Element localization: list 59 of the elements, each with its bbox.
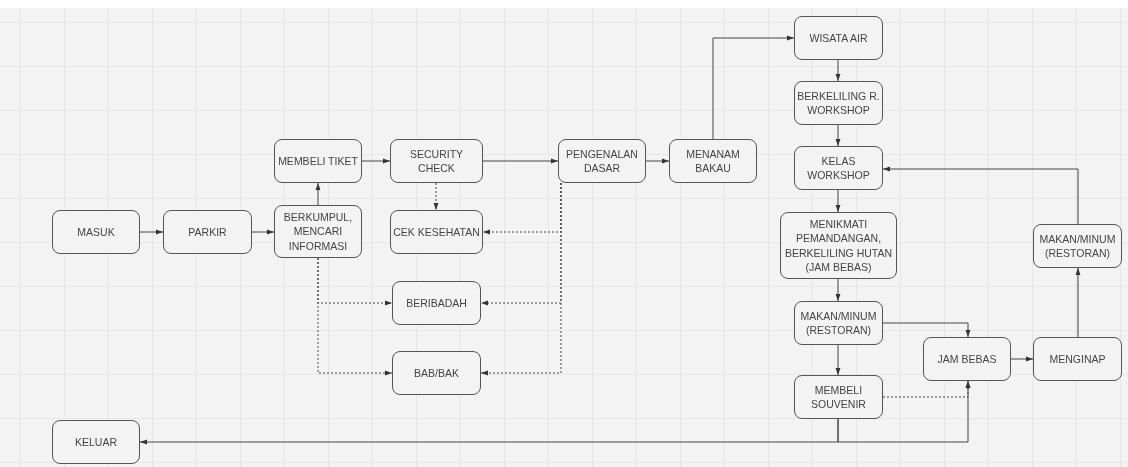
- arrow: [712, 35, 795, 140]
- step-label: PARKIR: [187, 224, 228, 240]
- process-box: [274, 205, 362, 258]
- arrow: [1075, 267, 1081, 338]
- process-box: [669, 139, 757, 183]
- process-box: [923, 337, 1011, 381]
- process-box: [794, 16, 883, 60]
- process-box: [794, 301, 883, 345]
- arrow: [315, 182, 321, 206]
- process-box: [390, 139, 483, 183]
- process-box: [558, 139, 646, 183]
- process-box: [392, 281, 481, 325]
- arrow: [317, 257, 393, 376]
- arrow: [139, 229, 164, 235]
- step-label: WISATA AIR: [808, 30, 869, 46]
- step-label: MENIKMATI PEMANDANGAN, BERKELILING HUTAN (JAM BEBAS): [783, 217, 894, 274]
- process-box: [52, 210, 140, 254]
- step-label: CEK KESEHATAN: [392, 224, 481, 240]
- step-label: SECURITY CHECK: [408, 146, 465, 176]
- step-label: MASUK: [76, 224, 116, 240]
- step-label: BERKELILING R. WORKSHOP: [796, 88, 881, 118]
- step-label: PENGENALAN DASAR: [565, 146, 639, 176]
- arrow: [835, 124, 841, 147]
- step-label: BERIBADAH: [405, 295, 468, 311]
- process-box: [392, 351, 481, 395]
- process-box: [794, 81, 883, 125]
- arrow: [835, 344, 841, 376]
- process-box: [794, 375, 883, 419]
- step-label: MEMBELI SOUVENIR: [810, 382, 867, 412]
- step-label: BAB/BAK: [413, 365, 460, 381]
- arrow: [882, 166, 1079, 225]
- process-box: [274, 139, 362, 183]
- arrow: [361, 158, 391, 164]
- process-box: [52, 420, 140, 464]
- step-label: MAKAN/MINUM (RESTORAN): [1038, 231, 1117, 261]
- arrow: [835, 59, 841, 82]
- step-label: KELUAR: [74, 434, 118, 450]
- process-box: [163, 210, 252, 254]
- arrow: [835, 189, 841, 213]
- step-label: BERKUMPUL, MENCARI INFORMASI: [282, 210, 354, 253]
- step-label: KELAS WORKSHOP: [806, 153, 871, 183]
- process-box: [1033, 224, 1122, 268]
- step-label: MENGINAP: [1048, 351, 1107, 367]
- step-label: JAM BEBAS: [936, 351, 998, 367]
- arrow: [1010, 356, 1034, 362]
- process-box: [1033, 337, 1122, 381]
- arrow: [482, 158, 559, 164]
- arrow: [433, 182, 439, 211]
- arrow: [835, 278, 841, 302]
- arrow: [882, 322, 971, 338]
- arrow: [645, 158, 670, 164]
- process-box: [390, 210, 483, 254]
- arrow: [480, 182, 562, 376]
- step-label: MAKAN/MINUM (RESTORAN): [799, 308, 878, 338]
- arrow: [837, 380, 971, 443]
- process-box: [794, 146, 883, 190]
- step-label: MEMBELI TIKET: [277, 153, 359, 169]
- step-label: MENANAM BAKAU: [685, 146, 741, 176]
- arrow: [251, 229, 275, 235]
